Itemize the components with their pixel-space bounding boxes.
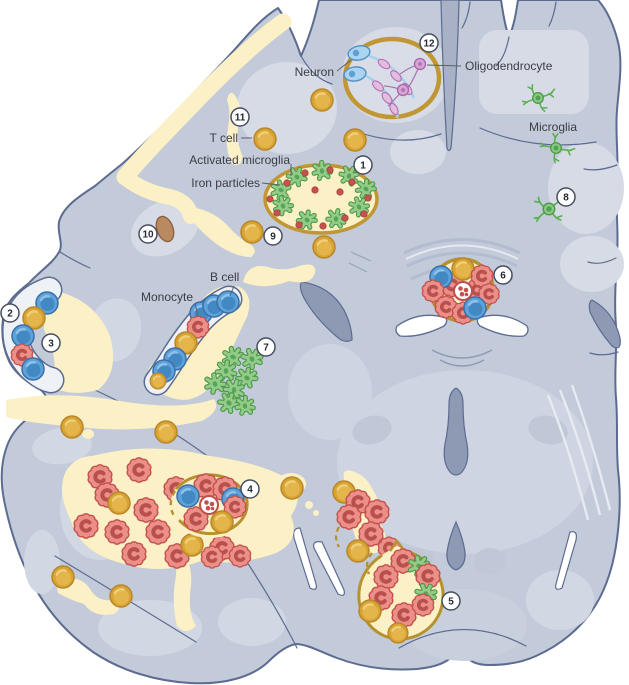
third-ventricle <box>443 387 469 476</box>
meningeal-band-bcell <box>143 285 243 396</box>
badge-6: 6 <box>493 265 513 285</box>
t-cell <box>342 127 368 153</box>
monocyte <box>103 517 131 547</box>
monocyte <box>410 592 436 618</box>
t-cell <box>309 87 335 113</box>
badge-3: 3 <box>41 333 61 353</box>
monocyte <box>125 455 153 485</box>
monocyte <box>199 544 225 570</box>
svg-text:11: 11 <box>235 113 246 124</box>
neuron-cells <box>343 45 371 82</box>
blood-vessel <box>199 495 219 515</box>
t-cell <box>209 509 235 535</box>
blood-vessel <box>453 281 473 301</box>
monocyte <box>335 502 363 532</box>
b-cell <box>20 356 46 382</box>
badge-11: 11 <box>230 107 250 127</box>
badge-8: 8 <box>556 187 576 207</box>
svg-text:10: 10 <box>142 230 154 241</box>
monocyte <box>120 539 148 569</box>
numbered-badges: 1 2 3 4 5 6 7 8 9 10 11 12 <box>0 33 576 611</box>
tract-v-right <box>555 531 577 590</box>
t-cell <box>345 538 371 564</box>
interhemispheric-fissure <box>440 0 460 152</box>
b-cell <box>175 483 201 509</box>
t-cell <box>239 219 265 245</box>
remyelination-lesion-12 <box>342 36 442 120</box>
monocyte <box>72 511 100 541</box>
label-b-cell: B cell <box>210 270 239 284</box>
badge-12: 12 <box>419 33 439 53</box>
monocyte <box>132 495 160 525</box>
svg-text:7: 7 <box>263 343 269 354</box>
svg-text:6: 6 <box>500 271 506 282</box>
lateral-ventricle-left <box>299 281 353 342</box>
t-cell <box>179 532 205 558</box>
label-activated-microglia: Activated microglia <box>189 153 290 167</box>
svg-text:8: 8 <box>563 193 569 204</box>
t-cell <box>386 621 410 645</box>
aqueduct-teardrop <box>446 520 466 571</box>
meningeal-band-left <box>2 276 65 394</box>
deep-structures <box>293 0 621 596</box>
b-cell <box>462 295 488 321</box>
label-oligodendrocyte: Oligodendrocyte <box>465 59 553 73</box>
svg-text:9: 9 <box>270 232 276 243</box>
monocyte <box>372 562 400 592</box>
t-cell <box>279 475 305 501</box>
badge-7: 7 <box>256 337 276 357</box>
svg-text:4: 4 <box>247 485 253 496</box>
svg-text:3: 3 <box>48 339 54 350</box>
label-lines <box>194 59 462 318</box>
oligodendrocyte-cells <box>383 57 427 107</box>
badge-4: 4 <box>240 479 260 499</box>
badge-10: 10 <box>138 224 158 244</box>
monocyte <box>414 561 442 591</box>
tract-v-left1 <box>293 527 317 590</box>
badge-2: 2 <box>0 303 20 323</box>
internal-capsule-stripes <box>546 384 612 521</box>
t-cell <box>149 372 167 390</box>
iron-rim-lesion-1 <box>263 160 379 235</box>
svg-text:12: 12 <box>423 39 435 50</box>
label-microglia: Microglia <box>529 120 577 134</box>
infiltrate-lesion-4 <box>72 455 253 571</box>
subpial-lesion-band <box>116 13 292 186</box>
svg-text:1: 1 <box>360 161 366 172</box>
badge-9: 9 <box>263 226 283 246</box>
monocyte <box>144 517 172 547</box>
badge-5: 5 <box>441 591 461 611</box>
svg-text:5: 5 <box>448 597 454 608</box>
label-neuron: Neuron <box>295 65 334 79</box>
white-wing-right <box>476 314 529 337</box>
perivascular-cuff-6 <box>420 256 501 326</box>
white-wing-left <box>395 314 448 337</box>
lateral-ventricle-right <box>588 299 621 349</box>
t-cell <box>59 414 85 440</box>
t-cell <box>108 583 134 609</box>
t-cell <box>106 490 132 516</box>
t-cell <box>153 419 179 445</box>
t-cell <box>50 564 76 590</box>
label-iron-particles: Iron particles <box>191 176 260 190</box>
label-monocyte: Monocyte <box>141 290 193 304</box>
svg-text:2: 2 <box>7 309 13 320</box>
t-cell <box>252 126 278 152</box>
badge-1: 1 <box>353 155 373 175</box>
monocyte <box>363 497 391 527</box>
t-cell <box>357 598 383 624</box>
t-cell <box>450 256 476 282</box>
tract-v-left2 <box>313 541 345 596</box>
t-cell <box>311 234 337 260</box>
label-t-cell: T cell <box>210 131 238 145</box>
infiltrate-lesion-5 <box>334 487 445 645</box>
sulci-lines <box>54 1 619 649</box>
b-cell <box>215 289 241 315</box>
monocyte <box>227 543 253 569</box>
